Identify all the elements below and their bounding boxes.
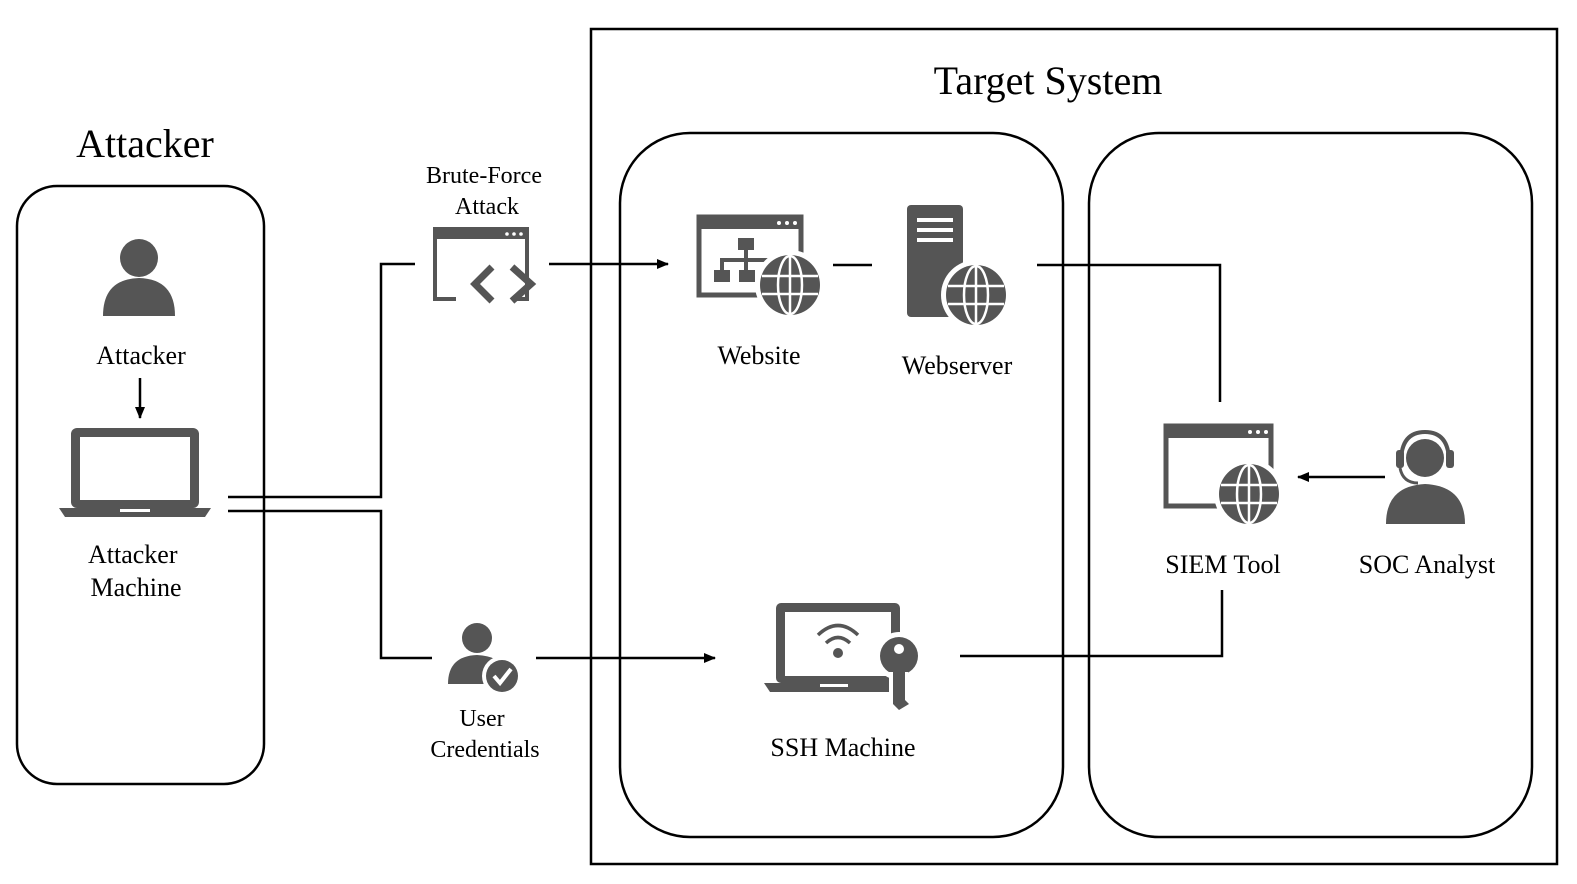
web-zone-box xyxy=(618,131,1065,839)
attacker-machine-label: Attacker Machine xyxy=(88,540,184,602)
brute-force-label-line2: Attack xyxy=(455,194,519,220)
machine-to-bruteforce-line xyxy=(228,262,415,499)
siem-tool-label: SIEM Tool xyxy=(1165,550,1280,579)
user-credentials-label: User Credentials xyxy=(430,706,539,763)
attacker-group-title: Attacker xyxy=(76,121,214,166)
webserver-to-siem-line xyxy=(1037,263,1222,402)
brute-force-label-line1: Brute-Force xyxy=(426,163,542,189)
ssh-to-siem-line xyxy=(960,590,1224,658)
website-label: Website xyxy=(717,341,800,370)
headset-user-icon xyxy=(1386,429,1465,524)
laptop-wifi-key-icon xyxy=(764,603,923,712)
machine-to-credentials-line xyxy=(228,509,432,660)
monitoring-zone-box xyxy=(1087,131,1534,839)
target-system-title: Target System xyxy=(934,58,1163,103)
server-globe-icon xyxy=(907,205,1011,330)
user-credentials-label-line1: User xyxy=(459,706,504,732)
user-credentials-label-line2: Credentials xyxy=(430,737,539,763)
window-globe-icon xyxy=(1163,423,1284,529)
attacker-label: Attacker xyxy=(96,341,186,370)
ssh-machine-label: SSH Machine xyxy=(770,733,915,762)
target-system-box xyxy=(589,27,1559,866)
attacker-machine-label-line2: Machine xyxy=(91,573,182,602)
laptop-icon xyxy=(59,428,211,517)
code-window-icon xyxy=(433,227,537,304)
brute-force-label: Brute-Force Attack xyxy=(426,163,548,220)
website-globe-icon xyxy=(696,214,825,320)
soc-analyst-label: SOC Analyst xyxy=(1359,550,1496,579)
attacker-machine-label-line1: Attacker xyxy=(88,540,178,569)
person-icon xyxy=(103,239,175,316)
user-check-icon xyxy=(448,623,522,696)
attacker-box xyxy=(15,184,266,786)
webserver-label: Webserver xyxy=(902,351,1013,380)
